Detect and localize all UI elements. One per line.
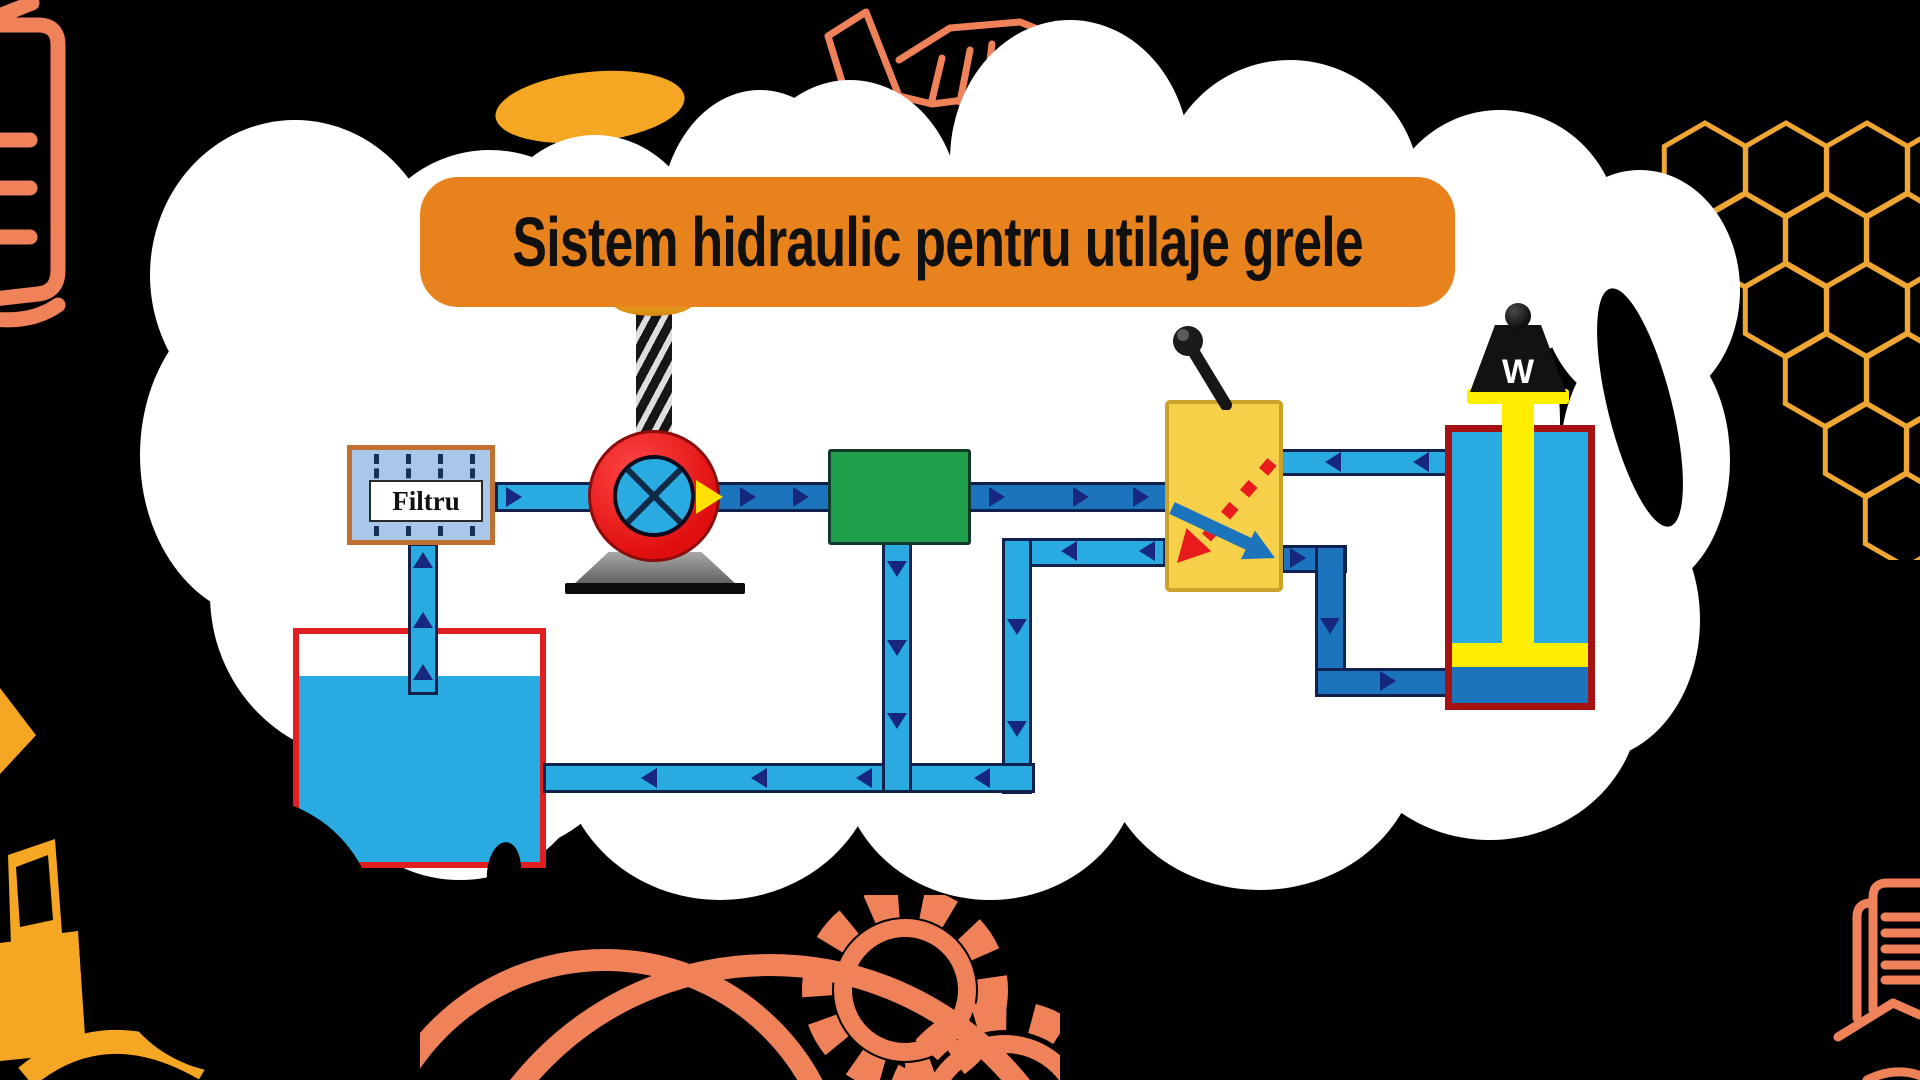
flow-arrow-icon — [1133, 487, 1149, 507]
flow-arrow-icon — [1061, 541, 1077, 561]
pipe-pressure-line — [968, 482, 1168, 512]
pipe-suction-line — [495, 482, 595, 512]
oil-tank — [293, 628, 546, 868]
flow-arrow-icon — [1325, 452, 1341, 472]
valve-pressure-blue-arrow-icon — [1241, 530, 1275, 560]
flow-arrow-icon — [506, 487, 522, 507]
filter-unit: Filtru — [347, 445, 495, 545]
valve-lever-icon — [1173, 326, 1232, 410]
valve-flow-arrows — [1169, 458, 1277, 563]
pump-screw-icon — [636, 300, 672, 438]
flow-arrow-icon — [887, 640, 907, 656]
cylinder-bottom-chamber — [1452, 667, 1588, 703]
flow-arrow-icon — [793, 487, 809, 507]
pipe-cylinder-return — [1280, 449, 1448, 476]
relief-valve — [828, 449, 971, 545]
flow-arrow-icon — [1320, 618, 1340, 634]
flow-arrow-icon — [1290, 548, 1306, 568]
filter-label: Filtru — [369, 480, 483, 522]
flow-arrow-icon — [887, 713, 907, 729]
weight-knob-icon — [1505, 303, 1531, 329]
flow-arrow-icon — [1413, 452, 1429, 472]
pump-rotor-icon — [613, 455, 695, 537]
pump-outlet-arrow-icon — [696, 480, 723, 514]
title-banner: Sistem hidraulic pentru utilaje grele — [420, 177, 1455, 307]
flow-arrow-icon — [856, 768, 872, 788]
flow-arrow-icon — [989, 487, 1005, 507]
flow-arrow-icon — [740, 487, 756, 507]
flow-arrow-icon — [1007, 721, 1027, 737]
valve-return-red-arrow-icon — [1177, 528, 1212, 563]
gears-icon — [420, 895, 1060, 1080]
piston-rod — [1502, 400, 1534, 652]
weight-label: W — [1501, 353, 1535, 391]
flow-arrow-icon — [413, 664, 433, 680]
forklift-icon — [0, 839, 212, 1080]
pipe-bypass-line — [882, 542, 912, 793]
document-icon — [1833, 878, 1920, 1080]
rod-flange — [1467, 389, 1569, 404]
flow-arrow-icon — [751, 768, 767, 788]
flow-arrow-icon — [1380, 671, 1396, 691]
flow-arrow-icon — [413, 552, 433, 568]
pump-base-bar — [565, 583, 745, 594]
pipe-work-line — [1315, 668, 1448, 697]
pipe-return-line — [1002, 538, 1032, 794]
pipe-return-line — [543, 763, 1035, 793]
flow-arrow-icon — [413, 612, 433, 628]
tank-fluid — [299, 676, 540, 862]
filter-label-text: Filtru — [392, 485, 460, 516]
flow-arrow-icon — [1073, 487, 1089, 507]
flow-arrow-icon — [887, 561, 907, 577]
notebook-icon — [0, 0, 66, 328]
flow-arrow-icon — [974, 768, 990, 788]
cloud-blob — [560, 600, 880, 900]
pipe-tank-suction — [408, 543, 438, 695]
page-title: Sistem hidraulic pentru utilaje grele — [512, 203, 1363, 281]
flow-arrow-icon — [1007, 619, 1027, 635]
edge-accent-shape — [0, 688, 36, 774]
flow-arrow-icon — [641, 768, 657, 788]
flow-arrow-icon — [1139, 541, 1155, 561]
